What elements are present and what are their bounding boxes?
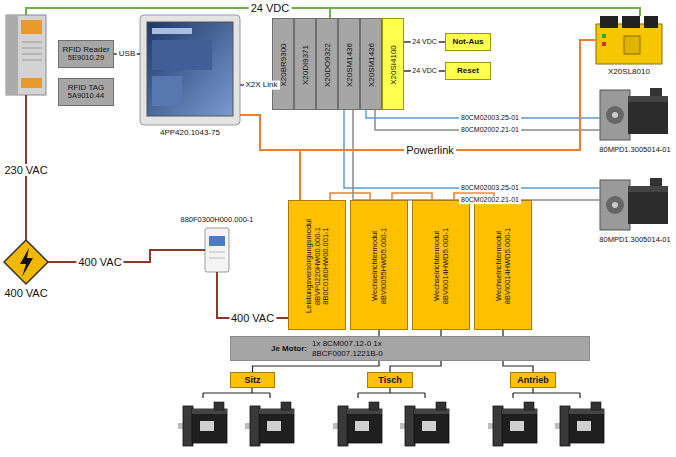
node-label: 5A9010.44 [68, 92, 104, 101]
connector-label: 400 VAC [229, 312, 276, 324]
voltage-label: 230 VAC [2, 164, 49, 176]
rotated-label-holder: X20SM1436 [361, 19, 383, 111]
node-label: Not-Aus [452, 37, 483, 46]
node-label: 8BVI0014HWD5.000-1 [504, 228, 513, 304]
rotated-label-holder: Wechselrichtermodul8BVI0014HWD5.000-1 [413, 201, 471, 331]
io-module: X20DO9322 [316, 18, 338, 110]
part-number-caption: 4PP420.1043-75 [160, 128, 220, 137]
stepper-motor-picture [600, 178, 668, 230]
connector-label: 80CM02003.25-01 [459, 114, 521, 122]
rotated-label-holder: Leistungsversorgungsmodul8BVP0220HW00.00… [289, 201, 347, 331]
node-label: RFID Reader [62, 45, 109, 54]
node-label: Reset [457, 66, 479, 75]
part-number-caption: 80MPD1.3005014-01 [599, 146, 670, 155]
part-number-caption: 880F0300H000.000-1 [181, 216, 254, 225]
rotated-label-holder: X20SM1436 [339, 19, 361, 111]
connector-label: USB [117, 50, 137, 59]
node-label: X20DI9371 [301, 45, 310, 85]
inverter-module: Wechselrichtermodul8BVI0014HWD5.000-1 [474, 200, 532, 330]
connector-label: 80CM02002.21-01 [459, 196, 521, 204]
node-label: Wechselrichtermodul [495, 231, 504, 301]
node-label: X20SI4100 [389, 45, 398, 85]
node-label: 1x 8CM007.12-0 1x 8BCF0007.1221B-0 [312, 339, 404, 357]
node-label: 5E9010.29 [68, 54, 104, 63]
connector-label: Powerlink [404, 144, 456, 156]
connector [240, 115, 300, 200]
part-number-caption: 80MPD1.3005014-01 [599, 236, 670, 245]
node-label: X20DO9322 [323, 43, 332, 87]
rotated-label-holder: X20BR9300 [273, 19, 295, 111]
motor-wire [203, 388, 580, 398]
rotated-label-holder: X20DI9371 [295, 19, 317, 111]
node-label: X20SM1436 [367, 43, 376, 87]
node-label: Sitz [244, 375, 260, 385]
power-module: Leistungsversorgungsmodul8BVP0220HW00.00… [288, 200, 346, 330]
node-label: 8BVI0055HWD5.000-1 [380, 228, 389, 304]
connector-label: 80CM02003.25-01 [459, 184, 521, 192]
io-module: X20DI9371 [294, 18, 316, 110]
node-label: X20BR9300 [279, 43, 288, 86]
connector [48, 250, 205, 262]
connector [353, 110, 600, 200]
axis-box: Antrieb [510, 372, 556, 388]
axis-box: Sitz [230, 372, 275, 388]
line-filter: 880F0300H000.000-1 [205, 228, 229, 272]
cable-band: Je Motor: 1x 8CM007.12-0 1x 8BCF0007.1221… [230, 336, 590, 361]
node-label: Leistungsversorgungsmodul [305, 219, 314, 313]
input-box: Reset [445, 62, 491, 80]
io-module: X20SM1436 [338, 18, 360, 110]
connector-label: 24 VDC [410, 67, 439, 75]
node-label: Je Motor: [271, 344, 307, 353]
axis-box: Tisch [367, 372, 413, 388]
mains-symbol [4, 240, 48, 284]
line-filter-picture [205, 228, 229, 272]
node-label: Antrieb [517, 375, 549, 385]
power-supply [6, 15, 46, 95]
servo-motor-picture [178, 402, 604, 446]
node-label: X20SM1436 [345, 43, 354, 87]
safety-io-module: X20SI4100 [382, 18, 404, 110]
rotated-label-holder: X20SI4100 [383, 19, 405, 111]
stepper-motor: 80MPD1.3005014-01 [600, 88, 670, 143]
node-label: RFID TAG [68, 83, 105, 92]
stepper-motor-picture [600, 88, 668, 140]
node-label: Wechselrichtermodul [433, 231, 442, 301]
io-module: X20BR9300 [272, 18, 294, 110]
connector-label: 400 VAC [76, 256, 123, 268]
safety-controller: X20SL8010 [596, 16, 662, 64]
rotated-label-holder: Wechselrichtermodul8BVI0055HWD5.000-1 [351, 201, 409, 331]
part-number-caption: 400 VAC [4, 287, 47, 300]
connector-label: X2X Link [243, 81, 279, 90]
rotated-label-holder: Wechselrichtermodul8BVI0014HWD5.000-1 [475, 201, 533, 331]
rotated-label-holder: X20DO9322 [317, 19, 339, 111]
inverter-module: Wechselrichtermodul8BVI0055HWD5.000-1 [350, 200, 408, 330]
hmi-panel: 4PP420.1043-75 [140, 15, 240, 125]
node-label: Tisch [378, 375, 401, 385]
device-box: RFID Reader5E9010.29 [58, 40, 114, 68]
safety-controller-picture [596, 16, 662, 64]
node-label: 8BVI0014HWD5.000-1 [442, 228, 451, 304]
node-label: Wechselrichtermodul [371, 231, 380, 301]
connector-label: 24 VDC [410, 38, 439, 46]
io-module: X20SM1436 [360, 18, 382, 110]
hmi-panel-picture [140, 15, 240, 125]
voltage-label: 24 VDC [249, 2, 292, 14]
node-label: 8BVP0220HW00.000-1 8B0C0160HW00.001-1 [314, 204, 331, 328]
mains-symbol: 400 VAC [4, 240, 48, 284]
part-number-caption: X20SL8010 [608, 67, 650, 76]
stepper-motor: 80MPD1.3005014-01 [600, 178, 670, 233]
device-box: RFID TAG5A9010.44 [58, 78, 114, 106]
connector-label: 80CM02002.21-01 [459, 126, 521, 134]
inverter-module: Wechselrichtermodul8BVI0014HWD5.000-1 [412, 200, 470, 330]
input-box: Not-Aus [445, 33, 491, 51]
